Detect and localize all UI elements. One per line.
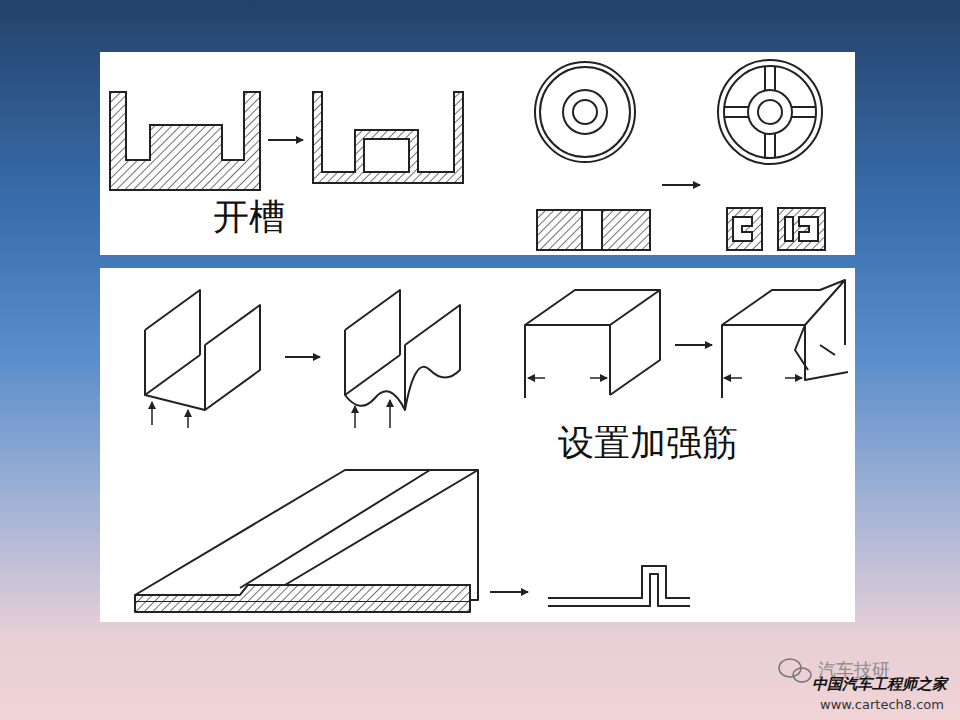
cavities	[733, 217, 818, 241]
plate-edge	[135, 470, 478, 600]
ribbed-hub	[748, 90, 792, 134]
ribbed-bore	[758, 100, 782, 124]
wheel-rim	[540, 67, 630, 157]
thick-section	[110, 92, 260, 190]
ribbed-hat-box	[722, 280, 848, 398]
slot-figures	[110, 60, 825, 250]
section-title: 设置加强筋	[558, 423, 738, 463]
rib-figures	[135, 280, 848, 612]
load-arrow	[724, 377, 742, 379]
ribbed-channel	[345, 290, 460, 410]
watermark-url: www.cartech8.com	[820, 698, 944, 712]
u-channel	[145, 290, 260, 410]
hollow	[364, 139, 409, 172]
ribs	[724, 66, 816, 158]
wheel-bore	[573, 100, 597, 124]
load-arrow	[151, 402, 153, 425]
arrow	[285, 356, 320, 358]
hat-box	[525, 290, 660, 398]
bore-gap	[582, 210, 602, 250]
load-arrow	[785, 377, 802, 379]
ribbed-outer	[718, 60, 822, 164]
load-arrow	[389, 400, 391, 428]
plate-section	[135, 602, 470, 612]
ribbed-section	[727, 208, 825, 250]
uniform-section	[313, 92, 463, 183]
load-arrow	[590, 377, 607, 379]
plate-section	[135, 585, 470, 602]
load-arrow	[354, 406, 356, 428]
load-arrow	[528, 377, 545, 379]
wheel-section	[537, 210, 650, 250]
bottom-panel	[100, 268, 855, 622]
ribbed-rim	[724, 66, 816, 158]
rib-profile	[548, 566, 690, 606]
arrow	[675, 344, 712, 346]
plate-top	[135, 470, 478, 595]
arrow	[662, 184, 700, 186]
arrow	[268, 139, 303, 141]
wechat-icon	[779, 659, 811, 682]
wheel-hub	[563, 90, 607, 134]
section-title: 开槽	[213, 197, 285, 237]
watermark: 中国汽车工程师之家	[812, 676, 947, 693]
wheel-outer	[535, 62, 635, 162]
cavity	[785, 217, 793, 241]
top-panel	[100, 52, 855, 255]
load-arrow	[187, 410, 189, 428]
arrow	[490, 591, 528, 593]
